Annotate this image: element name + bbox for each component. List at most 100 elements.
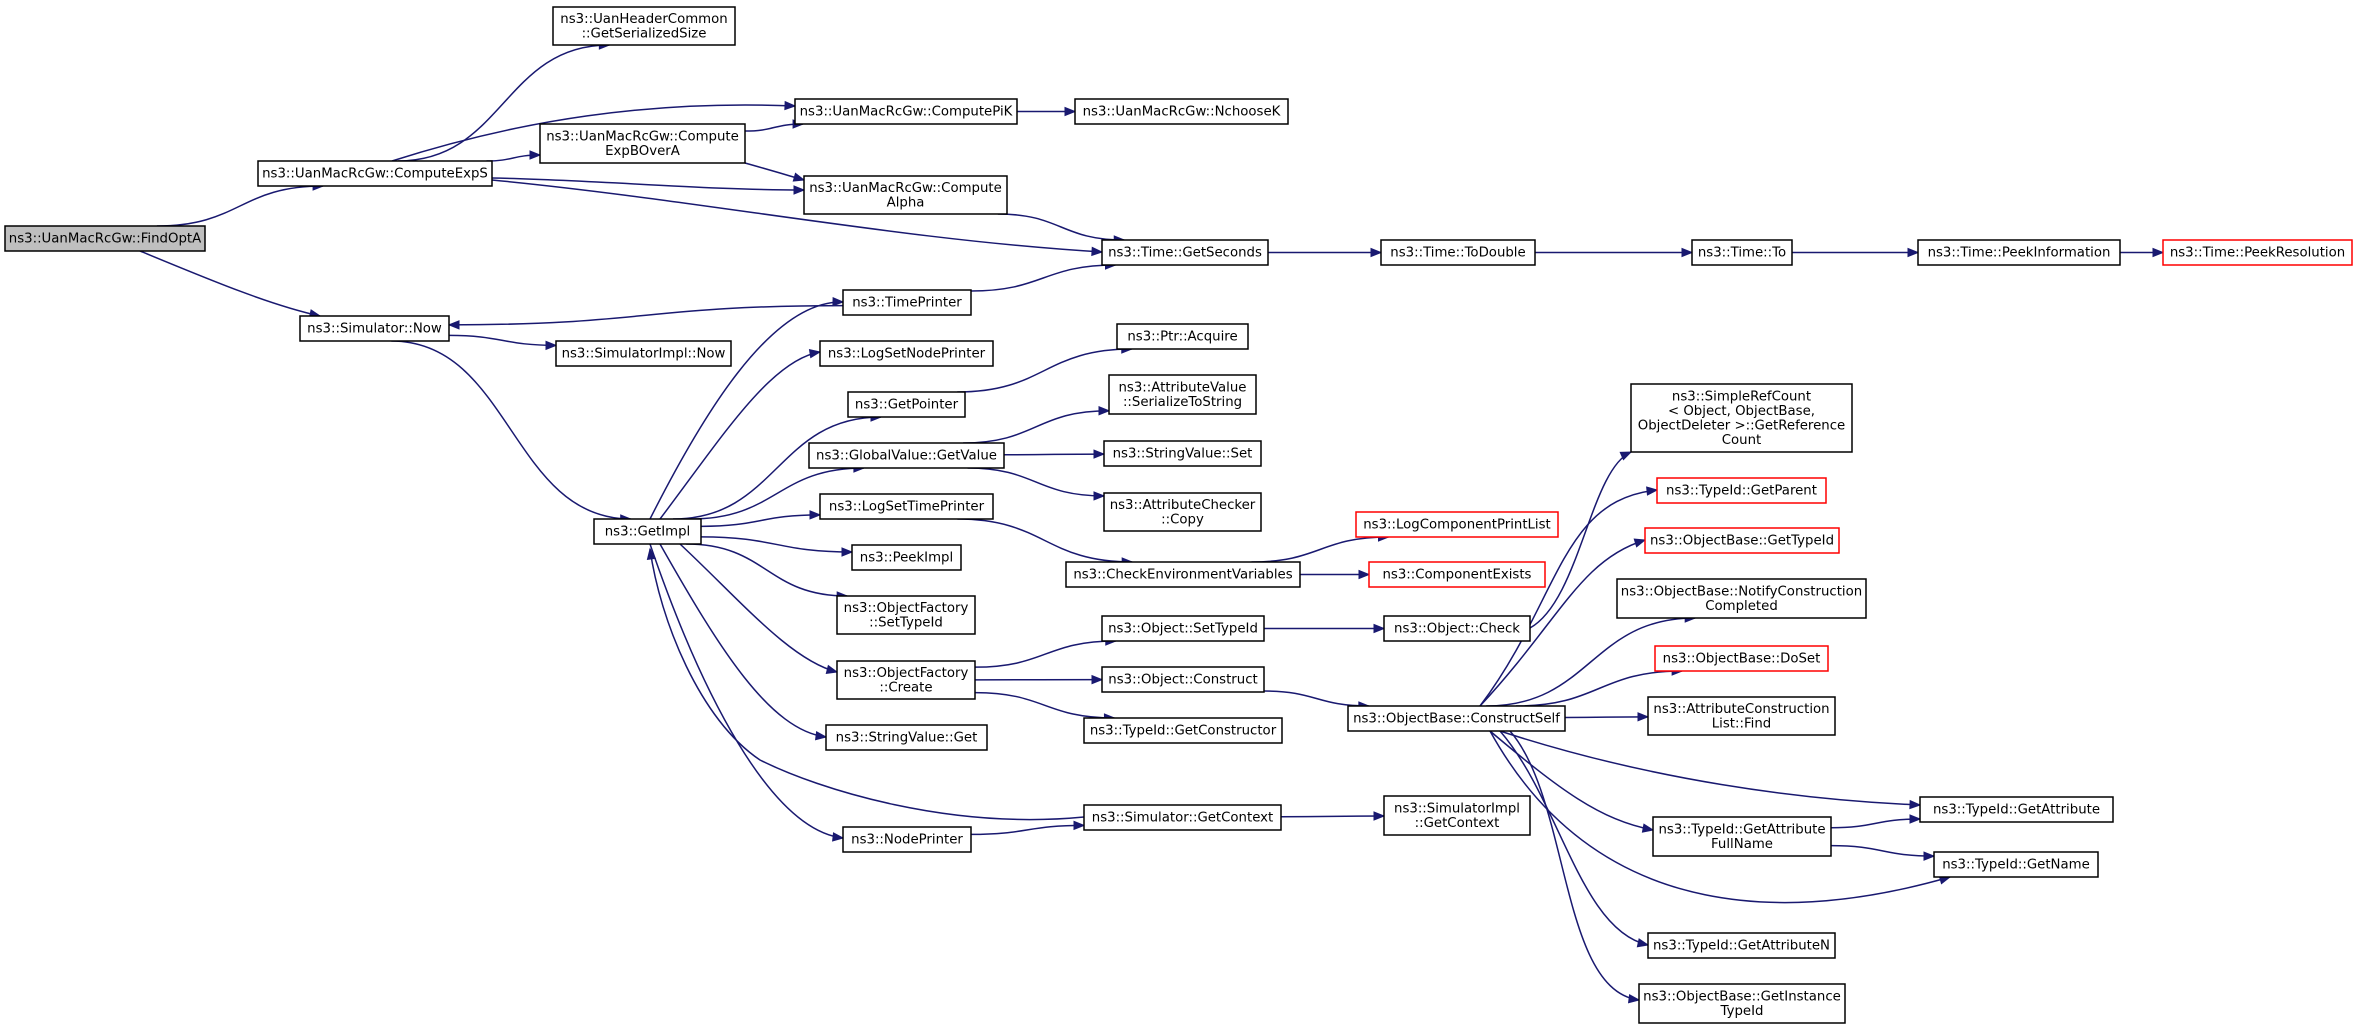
node-label: ns3::SimulatorImpl::Now (562, 347, 726, 362)
edge-n32-to-n37 (1264, 623, 1386, 634)
node-box (851, 544, 962, 571)
edge-line (957, 518, 1133, 563)
edge-n4-to-n8 (1016, 106, 1077, 117)
function-node[interactable]: ns3::ObjectFactory::SetTypeId (836, 595, 976, 635)
node-label: ns3::UanMacRcGw::Compute (546, 129, 739, 144)
function-node[interactable]: ns3::UanMacRcGw::NchooseK (1074, 98, 1289, 125)
node-label: ns3::UanMacRcGw::FindOptA (9, 232, 201, 247)
function-node[interactable]: ns3::UanMacRcGw::ComputeExpS (257, 160, 493, 187)
function-node[interactable]: ns3::Object::Construct (1101, 666, 1265, 693)
edge-arrowhead (529, 150, 542, 160)
function-node[interactable]: ns3::LogComponentPrintList (1355, 511, 1559, 538)
node-label: ns3::SimulatorImpl (1394, 801, 1520, 816)
edge-line (1499, 730, 1921, 806)
edge-line (997, 213, 1125, 241)
function-node[interactable]: ns3::ObjectBase::GetTypeId (1644, 527, 1840, 554)
edge-arrowhead (1627, 993, 1641, 1004)
function-node[interactable]: ns3::SimpleRefCount< Object, ObjectBase,… (1630, 383, 1853, 453)
function-node[interactable]: ns3::GetPointer (847, 391, 966, 418)
edge-line (690, 467, 864, 520)
function-node[interactable]: ns3::LogSetNodePrinter (819, 340, 994, 367)
function-node[interactable]: ns3::CheckEnvironmentVariables (1065, 561, 1301, 588)
node-label: ns3::AttributeChecker (1110, 498, 1256, 513)
edge-n14-to-n23 (659, 543, 828, 741)
function-node[interactable]: ns3::SimulatorImpl::GetContext (1383, 795, 1531, 836)
function-node[interactable]: ns3::PeekImpl (851, 544, 962, 571)
edge-arrowhead (809, 510, 822, 520)
function-node[interactable]: ns3::Ptr::Acquire (1116, 323, 1249, 350)
node-box (1380, 239, 1536, 266)
node-box (1101, 666, 1265, 693)
edge-line (1280, 815, 1385, 818)
node-label: Completed (1705, 599, 1778, 614)
node-label: ns3::GlobalValue::GetValue (816, 449, 997, 464)
function-node[interactable]: ns3::StringValue::Get (825, 724, 988, 751)
function-node[interactable]: ns3::TypeId::GetName (1933, 851, 2099, 878)
function-node[interactable]: ns3::NodePrinter (842, 826, 972, 853)
node-label: ns3::PeekImpl (860, 551, 953, 566)
function-node[interactable]: ns3::AttributeValue::SerializeToString (1108, 374, 1257, 415)
node-label: ns3::LogComponentPrintList (1363, 518, 1551, 533)
edge-arrowhead (1637, 712, 1650, 722)
function-node[interactable]: ns3::TimePrinter (842, 289, 972, 316)
function-node[interactable]: ns3::TypeId::GetAttribute (1919, 796, 2114, 823)
function-node[interactable]: ns3::ObjectBase::DoSet (1654, 645, 1829, 672)
function-node[interactable]: ns3::Simulator::Now (299, 315, 450, 342)
node-box (1083, 804, 1282, 831)
function-node[interactable]: ns3::Time::To (1691, 239, 1793, 266)
edge-arrowhead (646, 547, 657, 561)
edge-line (974, 640, 1116, 668)
function-node[interactable]: ns3::Simulator::GetContext (1083, 804, 1282, 831)
edge-line (700, 514, 821, 528)
node-label: ns3::TimePrinter (852, 296, 962, 311)
edge-line (1479, 539, 1646, 707)
function-node[interactable]: ns3::Time::ToDouble (1380, 239, 1536, 266)
function-node[interactable]: ns3::ObjectFactory::Create (836, 660, 976, 700)
edge-arrowhead (1093, 491, 1106, 501)
function-node[interactable]: ns3::ObjectBase::NotifyConstructionCompl… (1616, 578, 1867, 619)
function-node[interactable]: ns3::LogSetTimePrinter (819, 493, 994, 520)
node-box (819, 340, 994, 367)
function-node[interactable]: ns3::UanHeaderCommon::GetSerializedSize (552, 6, 736, 46)
root-function-node[interactable]: ns3::UanMacRcGw::FindOptA (4, 225, 206, 252)
node-label: ns3::UanHeaderCommon (560, 12, 727, 27)
edge-line (391, 104, 796, 162)
function-node[interactable]: ns3::SimulatorImpl::Now (555, 340, 732, 367)
function-node[interactable]: ns3::AttributeChecker::Copy (1103, 492, 1262, 532)
node-box (794, 98, 1018, 125)
function-node[interactable]: ns3::Time::GetSeconds (1101, 239, 1269, 266)
edge-arrowhead (545, 340, 558, 351)
node-box (1383, 615, 1531, 642)
function-node[interactable]: ns3::Object::Check (1383, 615, 1531, 642)
edge-n0-to-n2 (139, 250, 322, 319)
node-box (1116, 323, 1249, 350)
node-label: ns3::TypeId::GetAttribute (1933, 803, 2100, 818)
function-node[interactable]: ns3::TypeId::GetAttributeN (1647, 932, 1836, 959)
edge-arrowhead (808, 348, 822, 359)
function-node[interactable]: ns3::Time::PeekInformation (1917, 239, 2121, 266)
function-node[interactable]: ns3::ObjectBase::ConstructSelf (1347, 705, 1566, 732)
function-node[interactable]: ns3::Object::SetTypeId (1101, 615, 1265, 642)
function-node[interactable]: ns3::GetImpl (593, 518, 702, 545)
function-node[interactable]: ns3::StringValue::Set (1103, 440, 1262, 467)
function-node[interactable]: ns3::Time::PeekResolution (2162, 239, 2353, 266)
edge-line (1830, 844, 1935, 857)
edge-line (1479, 489, 1658, 707)
node-label: TypeId (1720, 1004, 1764, 1019)
node-label: ns3::LogSetNodePrinter (828, 347, 986, 362)
node-label: ns3::ObjectBase::DoSet (1663, 652, 1821, 667)
function-node[interactable]: ns3::GlobalValue::GetValue (808, 442, 1005, 469)
node-label: ns3::TypeId::GetAttribute (1658, 822, 1825, 837)
edge-n10-to-n11 (1792, 247, 1920, 258)
edge-n5-to-n6 (744, 162, 806, 182)
function-node[interactable]: ns3::TypeId::GetParent (1656, 477, 1827, 504)
function-node[interactable]: ns3::UanMacRcGw::ComputePiK (794, 98, 1018, 125)
edge-arrowhead (1093, 449, 1106, 459)
function-node[interactable]: ns3::TypeId::GetConstructor (1083, 717, 1283, 744)
function-node[interactable]: ns3::ComponentExists (1368, 561, 1546, 588)
